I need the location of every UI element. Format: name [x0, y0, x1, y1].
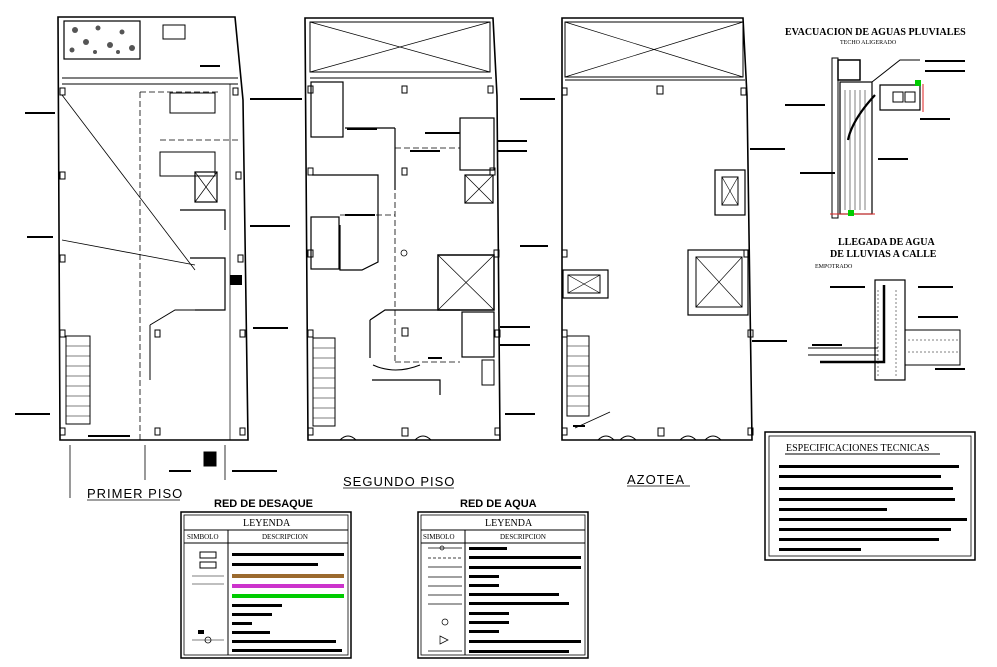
- legend-agua-network: RED DE AQUA: [460, 498, 537, 510]
- legend-desague-network: RED DE DESAQUE: [214, 498, 313, 510]
- primer-piso-tags: [15, 65, 290, 472]
- garden-foliage: [69, 25, 135, 54]
- detail-llegada-drawing: [808, 279, 961, 381]
- plan-primer-piso: [57, 16, 249, 498]
- detail-llegada-tags: [812, 286, 965, 370]
- title-primer-piso: PRIMER PISO: [87, 486, 183, 501]
- detail-llegada-title-1: LLEGADA DE AGUA: [838, 237, 935, 248]
- legend-agua-col-symbol: SIMBOLO: [423, 533, 455, 541]
- detail-evacuacion-tags: [785, 60, 965, 174]
- legend-desague-col-desc: DESCRIPCION: [262, 533, 308, 541]
- title-segundo-piso: SEGUNDO PISO: [343, 474, 455, 489]
- legend-agua-rows: [428, 545, 581, 653]
- segundo-piso-tags: [262, 98, 548, 415]
- detail-evacuacion-title: EVACUACION DE AGUAS PLUVIALES: [785, 27, 966, 38]
- detail-llegada-title-2: DE LLUVIAS A CALLE: [830, 249, 937, 260]
- specs-title: ESPECIFICACIONES TECNICAS: [786, 443, 929, 454]
- detail-techo-label: TECHO ALIGERADO: [840, 40, 897, 46]
- legend-desague-col-symbol: SIMBOLO: [187, 533, 219, 541]
- legend-desague-rows: [192, 551, 344, 652]
- plan-azotea: [561, 17, 754, 441]
- specs-box: [764, 431, 976, 561]
- title-azotea: AZOTEA: [627, 472, 685, 487]
- azotea-tags: [520, 98, 787, 427]
- detail-evacuacion-drawing: [830, 57, 924, 219]
- legend-agua-title: LEYENDA: [485, 518, 533, 529]
- legend-agua-col-desc: DESCRIPCION: [500, 533, 546, 541]
- specs-lines: [779, 465, 967, 551]
- legend-agua-table: [417, 511, 589, 659]
- plan-segundo-piso: [304, 17, 501, 441]
- legend-desague-table: [180, 511, 352, 659]
- legend-desague-title: LEYENDA: [243, 518, 291, 529]
- detail-empotrado-label: EMPOTRADO: [815, 264, 853, 270]
